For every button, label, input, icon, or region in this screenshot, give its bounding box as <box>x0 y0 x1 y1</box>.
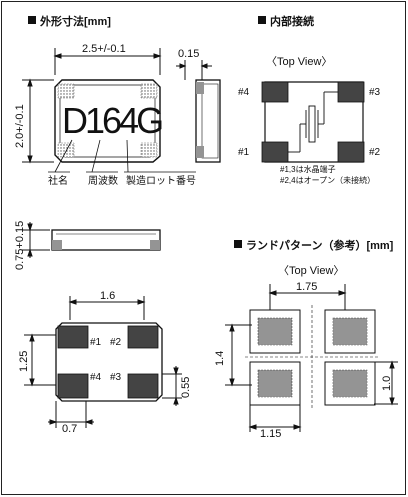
bottom-pad-label-2: #2 <box>110 337 122 348</box>
land-title: ランドパターン（参考）[mm] <box>246 240 394 252</box>
pad-width-dimension: 0.7 <box>62 423 78 435</box>
pin-label-3: #3 <box>369 87 381 98</box>
pin-view-label: 〈Top View〉 <box>266 56 333 68</box>
land-view-label: 〈Top View〉 <box>278 265 345 277</box>
pin-note-1: #1,3は水晶端子 <box>280 165 336 174</box>
pin-title: 内部接続 <box>270 16 314 28</box>
land-bottom-dimension: 1.15 <box>260 428 282 440</box>
pin-label-4: #4 <box>238 87 250 98</box>
label-company: 社名 <box>48 176 68 187</box>
heading-square-icon <box>258 16 266 24</box>
bottom-pad-label-3: #3 <box>110 372 122 383</box>
outline-title: 外形寸法[mm] <box>40 16 111 28</box>
bottom-height-dimension: 1.25 <box>18 350 30 372</box>
pitch-dimension: 1.6 <box>100 290 116 302</box>
label-lot-number: 製造ロット番号 <box>126 176 196 187</box>
part-marking: D164G <box>62 100 164 141</box>
heading-square-icon <box>28 16 36 24</box>
width-dimension: 2.5+/-0.1 <box>82 43 126 55</box>
land-left-dimension: 1.4 <box>214 350 226 366</box>
bottom-pad-label-1: #1 <box>90 337 102 348</box>
bottom-pad-label-4: #4 <box>90 372 102 383</box>
heading-square-icon <box>234 240 242 248</box>
land-right-dimension: 1.0 <box>381 375 393 391</box>
pin-label-1: #1 <box>238 147 250 158</box>
pin-label-2: #2 <box>369 147 381 158</box>
height-dimension: 2.0+/-0.1 <box>14 104 26 148</box>
label-frequency: 周波数 <box>88 176 118 187</box>
land-top-dimension: 1.75 <box>296 281 318 293</box>
side-dimension: 0.15 <box>178 48 200 60</box>
thickness-dimension: 0.75+0.15 <box>14 220 26 270</box>
pin-note-2: #2,4はオープン（未接続） <box>280 176 376 185</box>
pad-height-dimension: 0.55 <box>180 376 192 398</box>
